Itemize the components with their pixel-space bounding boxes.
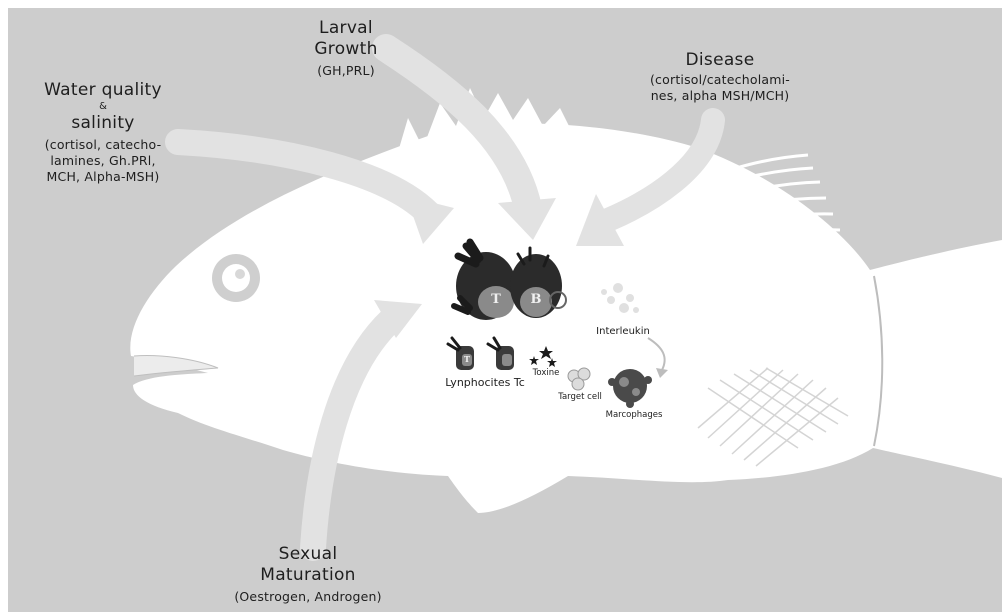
sexual-hormones: (Oestrogen, Androgen) [208,589,408,605]
water-title-1: Water quality [13,80,193,101]
larval-hormones: (GH,PRL) [276,63,416,79]
disease-title: Disease [620,50,820,71]
larval-title-2: Growth [276,39,416,60]
small-t-letter: T [461,354,473,364]
sexual-title-2: Maturation [208,565,408,586]
b-cell-letter: B [528,292,544,307]
interleukin-label: Interleukin [588,326,658,337]
lymphocytes-label: Lynphocites Tc [432,376,538,389]
water-hormones-3: MCH, Alpha-MSH) [13,169,193,185]
water-hormones-2: lamines, Gh.PRl, [13,153,193,169]
water-title-2: salinity [13,113,193,134]
water-hormones-1: (cortisol, catecho- [13,137,193,153]
target-cell-label: Target cell [552,392,608,402]
larval-title-1: Larval [276,18,416,39]
larval-growth-label: Larval Growth (GH,PRL) [276,18,416,79]
disease-hormones-2: nes, alpha MSH/MCH) [620,88,820,104]
disease-hormones-1: (cortisol/catecholami- [620,72,820,88]
macrophages-label: Marcophages [600,410,668,420]
water-amp: & [13,101,193,113]
sexual-title-1: Sexual [208,544,408,565]
water-quality-label: Water quality & salinity (cortisol, cate… [13,80,193,185]
diagram-panel: Larval Growth (GH,PRL) Disease (cortisol… [8,8,1002,612]
sexual-maturation-label: Sexual Maturation (Oestrogen, Androgen) [208,544,408,605]
t-cell-letter: T [488,292,504,307]
disease-label: Disease (cortisol/catecholami- nes, alph… [620,50,820,104]
toxine-label: Toxine [526,368,566,378]
